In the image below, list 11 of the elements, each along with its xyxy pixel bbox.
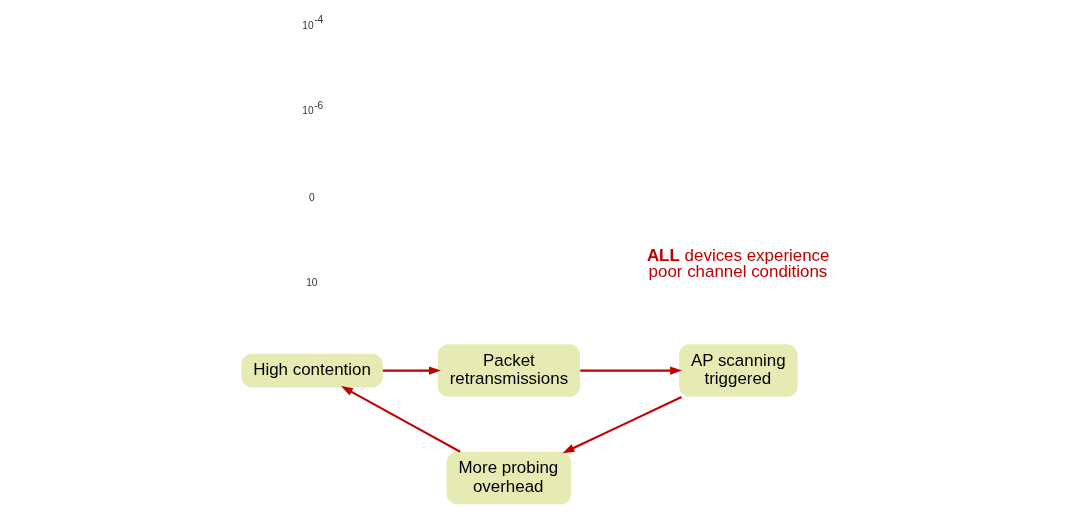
label: 10 (305, 277, 317, 289)
label: ALL devices experience poor channel conditions (646, 245, 829, 282)
arrow (562, 396, 682, 454)
node-box: High contention (240, 353, 383, 388)
node-box: AP scanning triggered (678, 344, 798, 397)
node-box: More probing overhead (446, 451, 571, 505)
label: 0 (308, 191, 315, 203)
arrow (579, 366, 682, 375)
arrow (340, 386, 461, 453)
arrow (382, 366, 441, 375)
node-box: Packet retransmissions (437, 344, 580, 397)
